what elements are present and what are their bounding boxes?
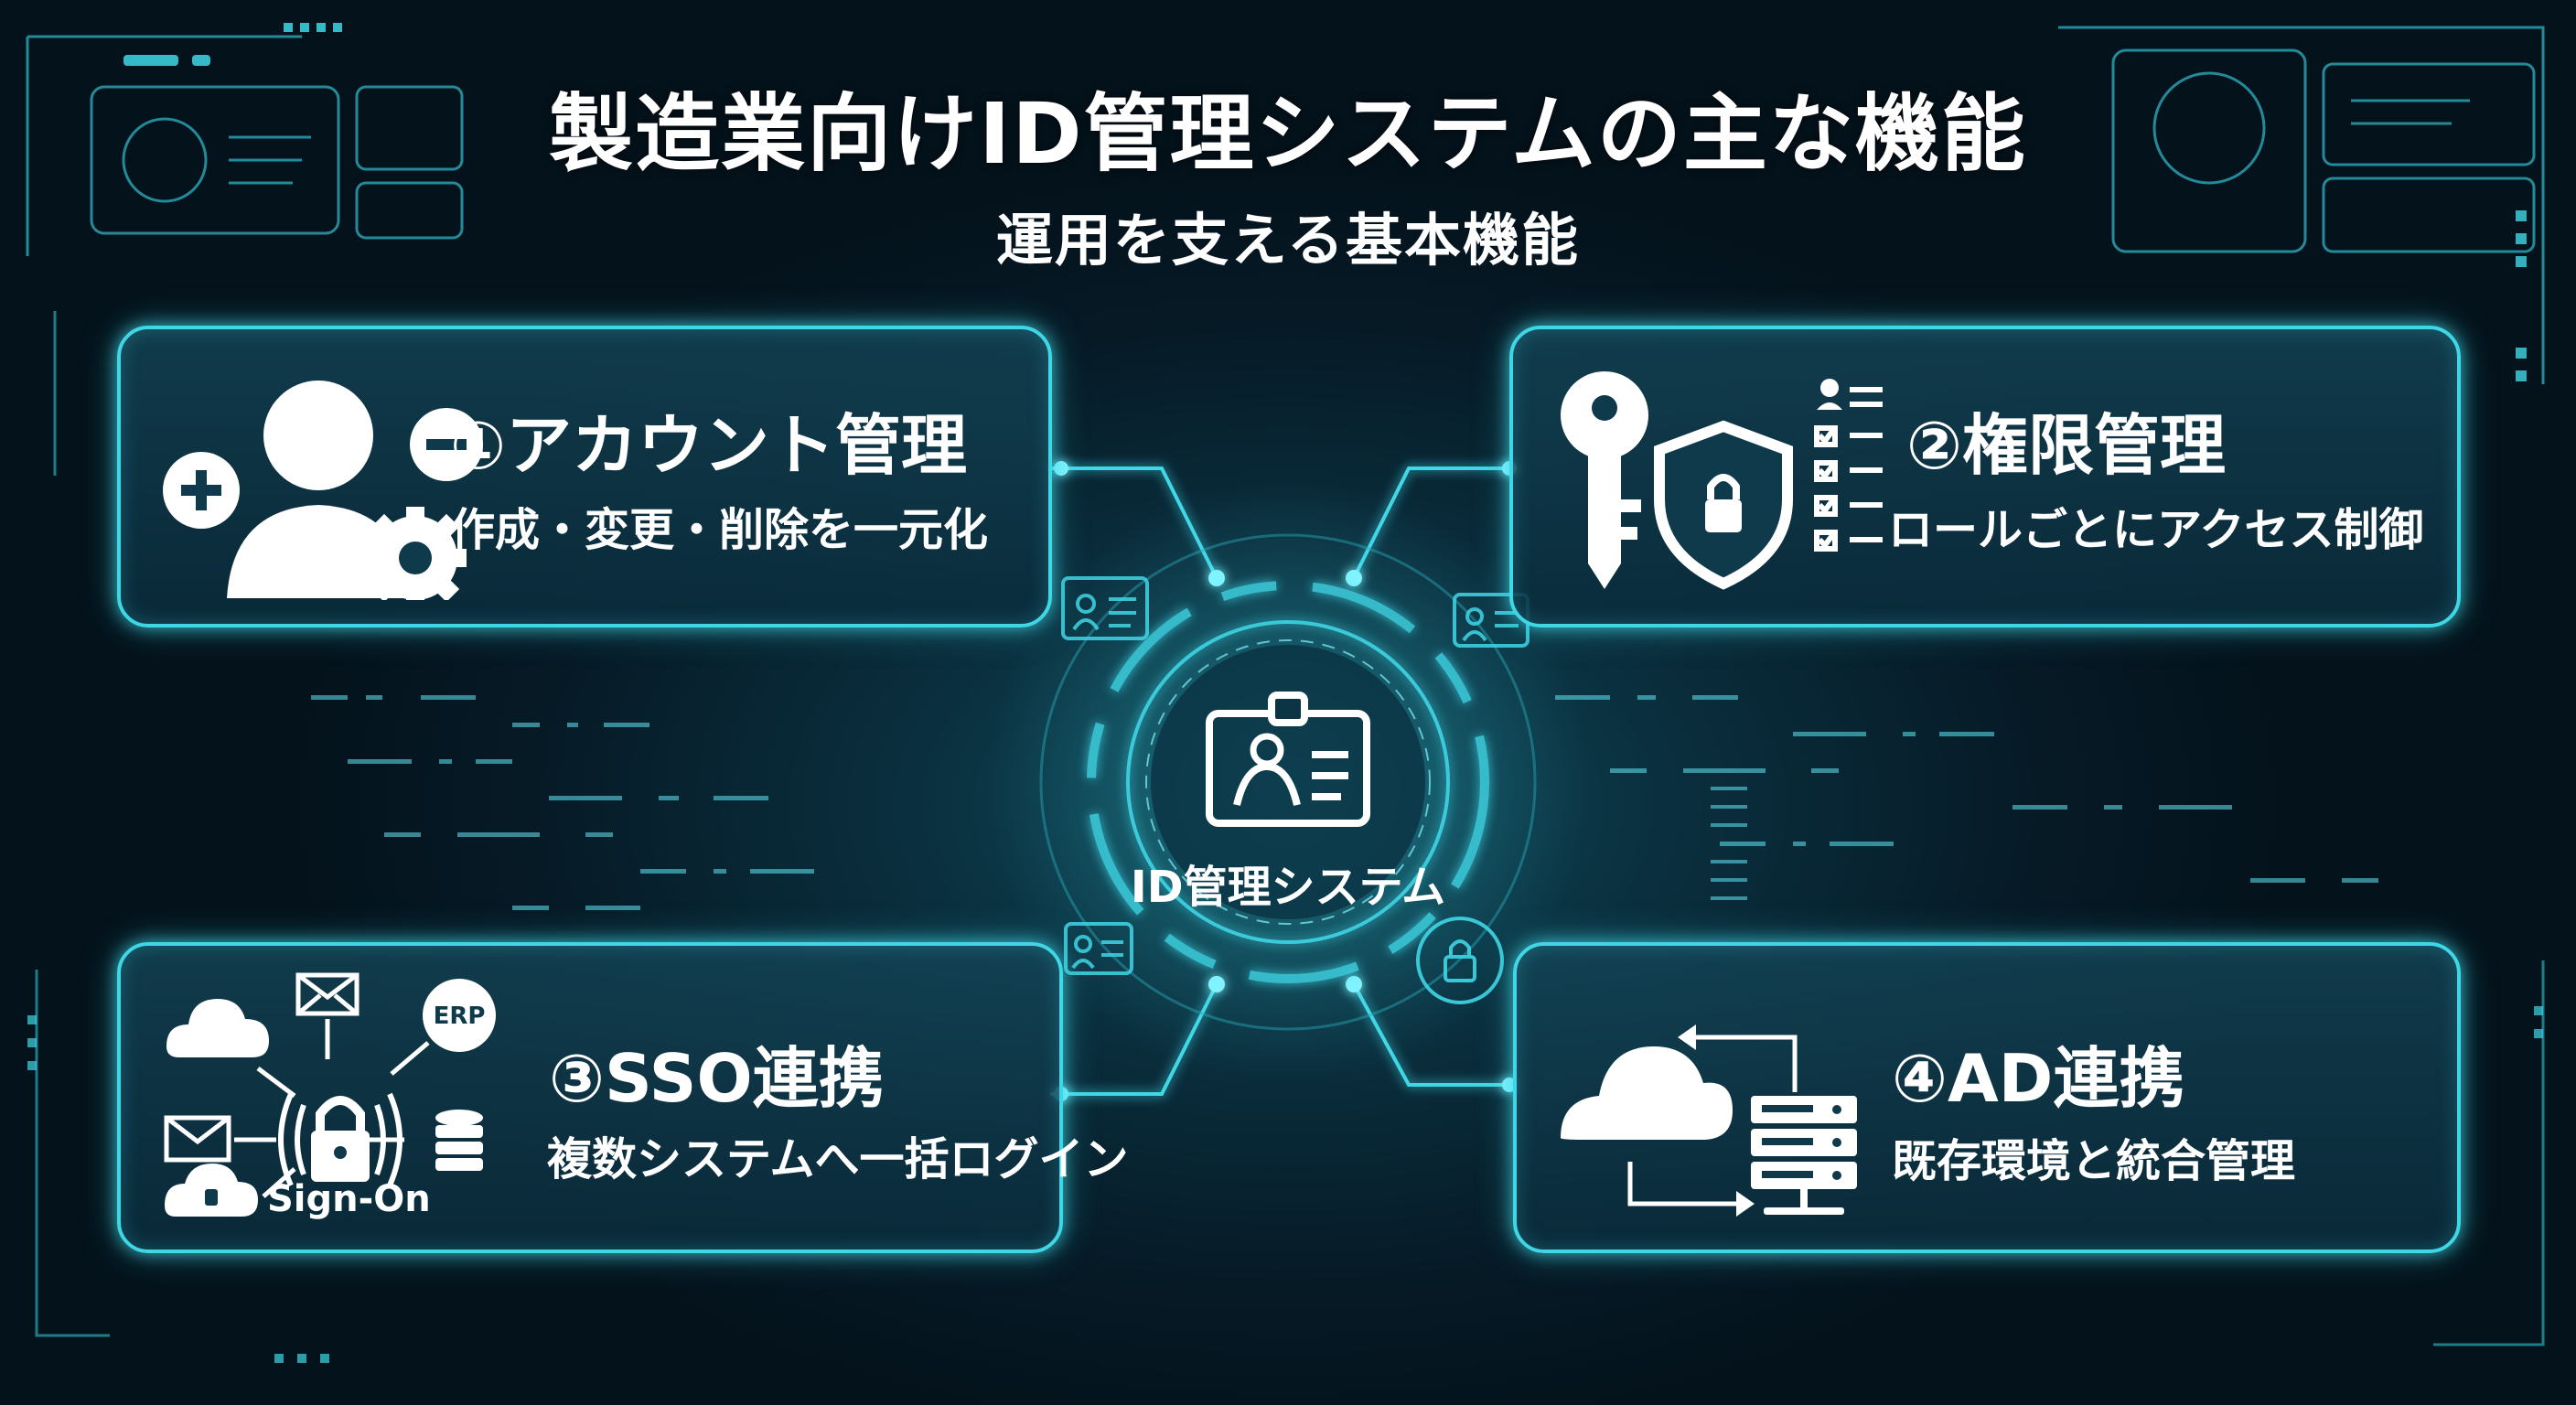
feature-title: ①アカウント管理 (450, 407, 967, 484)
feature-description: 作成・変更・削除を一元化 (450, 504, 989, 556)
sign-on-caption: Sign-On (267, 1178, 431, 1220)
data-stream-left (311, 695, 814, 910)
feature-title: ④AD連携 (1892, 1040, 2185, 1117)
feature-card-sso-integration: ERP Sign-On ③SSO連携 複数システムへ一括ログイン (117, 942, 1129, 1253)
page-title: 製造業向けID管理システムの主な機能 (549, 85, 2027, 183)
feature-description: ロールごとにアクセス制御 (1888, 504, 2424, 556)
floating-lock-badge (1416, 917, 1504, 1004)
hud-frame-top-left (26, 35, 464, 256)
feature-card-account-management: ①アカウント管理 作成・変更・削除を一元化 (117, 326, 1052, 627)
connector-lines (1050, 467, 1514, 1096)
erp-badge: ERP (433, 1003, 486, 1030)
floating-id-badge-upper-left (1061, 576, 1149, 640)
feature-card-ad-integration: ④AD連携 既存環境と統合管理 (1513, 942, 2461, 1253)
feature-description: 複数システムへ一括ログイン (547, 1133, 1129, 1185)
feature-card-permission-management: ②権限管理 ロールごとにアクセス制御 (1509, 326, 2461, 627)
hud-frame-top-right (2058, 26, 2545, 384)
single-sign-on-icon (164, 972, 496, 1217)
feature-title: ②権限管理 (1906, 407, 2226, 484)
data-stream-right (1555, 695, 2378, 900)
page-subtitle: 運用を支える基本機能 (995, 207, 1581, 273)
feature-title: ③SSO連携 (549, 1040, 885, 1117)
floating-id-badge-lower-left (1064, 922, 1133, 975)
cloud-server-sync-icon (1561, 1024, 1857, 1217)
user-add-remove-gear-icon (163, 381, 483, 600)
feature-description: 既存環境と統合管理 (1892, 1135, 2296, 1187)
hub-label: ID管理システム (1130, 862, 1446, 913)
hub-rings (1039, 533, 1537, 1031)
key-shield-checklist-icon (1561, 371, 1883, 590)
